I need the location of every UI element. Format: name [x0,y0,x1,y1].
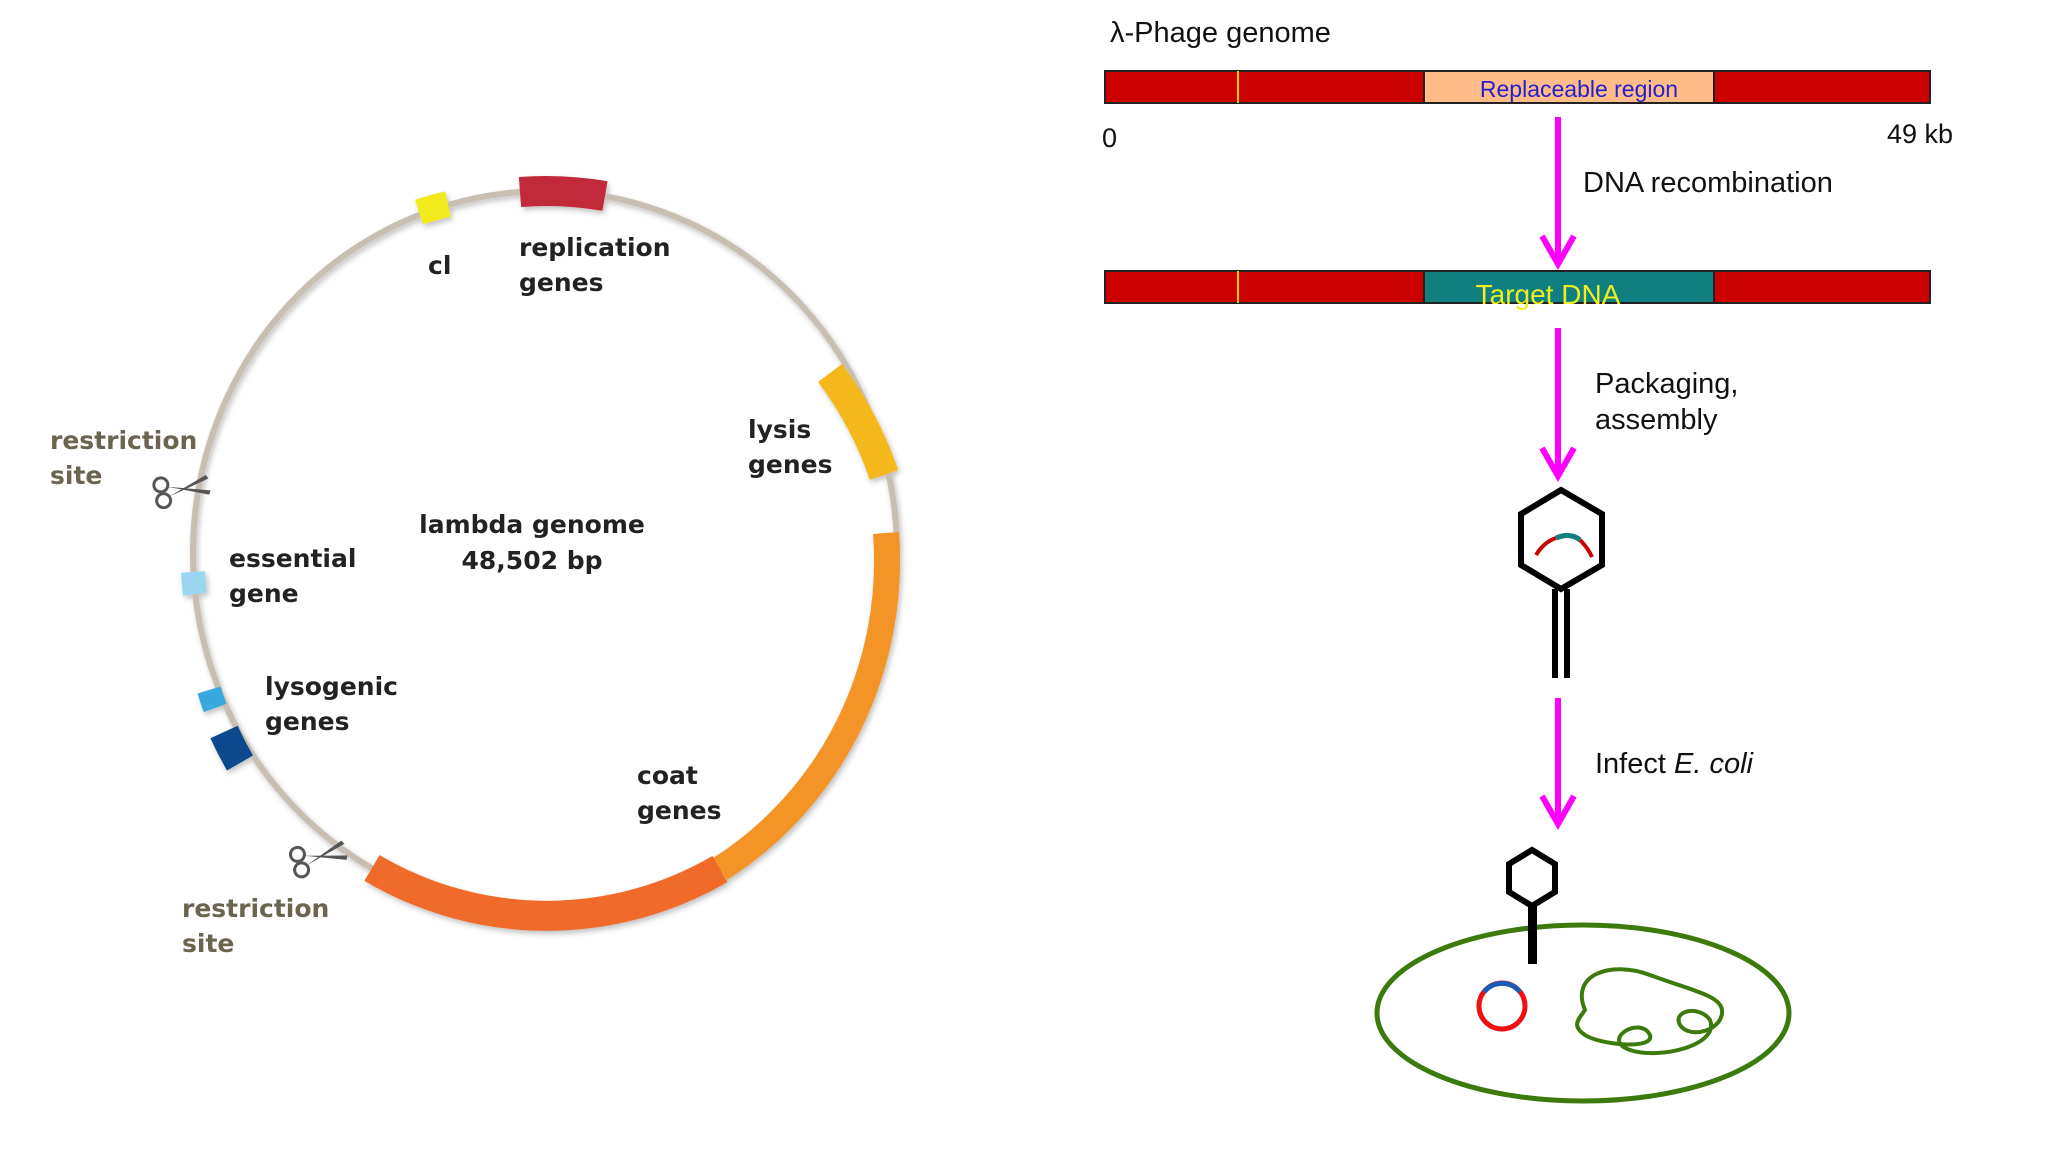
scissors-icon [288,840,348,879]
attached-phage-icon [1506,846,1558,964]
lysogenic-gene-block-light [197,686,227,713]
restriction-site-bottom-label-line2: site [182,929,234,958]
restriction-site-top-label-line2: site [50,461,102,490]
essential-gene-block [181,571,207,596]
replaceable-region [1423,70,1715,104]
coat-genes-arc-lower [364,855,728,931]
lysogenic-gene-block-dark [210,725,254,771]
replication-label: replication [519,233,671,262]
restriction-site-top-label: restriction [50,426,197,455]
lambda-genome-map [181,175,901,931]
step-recombination-label: DNA recombination [1583,167,1833,199]
cl-label: cl [428,251,451,280]
coat-label-line2: genes [637,796,722,825]
lysis-label-line2: genes [748,450,833,479]
lysogenic-label-line2: genes [265,707,350,736]
recombinant-plasmid-icon [1476,980,1528,1032]
packaging-arrowhead [1539,446,1577,483]
essential-label-line2: gene [229,579,299,608]
coat-label: coat [637,761,698,790]
scale-start: 0 [1102,123,1117,153]
replication-label-line2: genes [519,268,604,297]
phage-icon [1518,486,1605,678]
lysis-genes-block [817,363,899,481]
bacterial-chromosome-icon [1575,967,1724,1056]
step-packaging-label: Packaging, [1595,368,1739,400]
center-size: 48,502 bp [462,546,603,575]
infect-arrowhead [1539,794,1577,831]
scale-end: 49 kb [1887,119,1953,149]
recombination-arrowhead [1539,234,1577,271]
scissors-icon [152,474,211,510]
essential-label: essential [229,544,356,573]
cloning-workflow: λ-Phage genome Replaceable region 0 49 k… [1102,17,1953,1104]
replication-genes-block [518,175,608,211]
lysogenic-label: lysogenic [265,672,398,701]
ecoli-cell [1374,922,1792,1104]
step-packaging-label-line2: assembly [1595,404,1718,436]
restriction-site-bottom-label: restriction [182,894,329,923]
genome-title: λ-Phage genome [1110,17,1331,49]
center-title: lambda genome [419,510,645,539]
target-dna-region [1423,270,1715,304]
cl-gene-block [414,191,452,225]
lysis-label: lysis [748,415,811,444]
replaceable-region-label: Replaceable region [1480,76,1678,102]
coat-genes-arc-upper [713,532,901,880]
target-dna-label: Target DNA [1476,279,1621,310]
step-infect-label: Infect E. coli [1595,748,1755,780]
